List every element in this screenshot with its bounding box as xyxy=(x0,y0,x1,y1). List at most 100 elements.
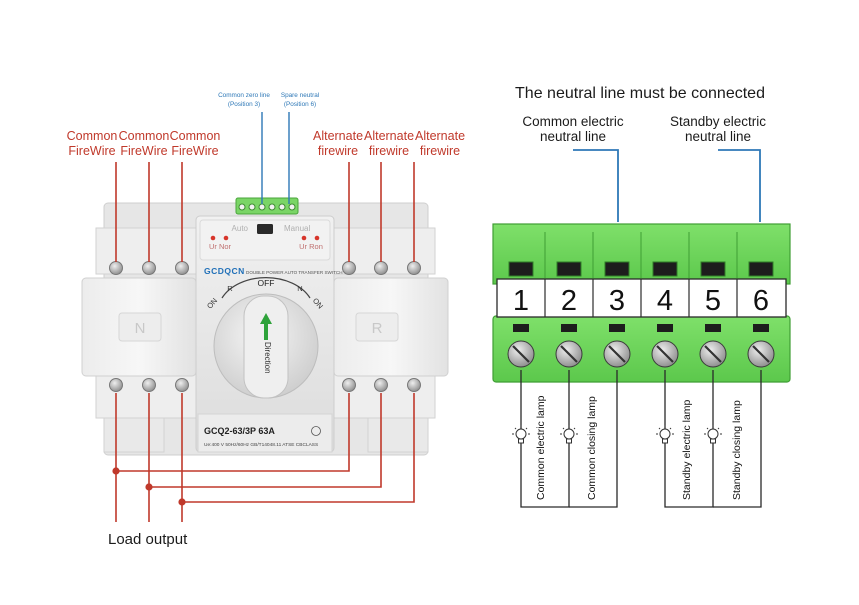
auto-manual-slider[interactable] xyxy=(257,224,273,234)
screw xyxy=(278,203,286,211)
alternate-label-line2: firewire xyxy=(420,144,460,158)
lamp-label: Common closing lamp xyxy=(586,396,598,500)
mounting-foot xyxy=(103,417,165,453)
module-n-label: N xyxy=(135,320,146,337)
terminal-number: 5 xyxy=(705,285,721,317)
lightbulb-icon xyxy=(704,425,722,444)
screw xyxy=(109,261,123,275)
indicator-right-label: Ur Ron xyxy=(299,242,323,251)
common-label-line1: Common xyxy=(119,129,170,143)
screw xyxy=(142,261,156,275)
junction-dot xyxy=(112,467,120,475)
junction-dot xyxy=(178,498,186,506)
brand-subtitle: DOUBLE POWER AUTO TRANSFER SWITCH xyxy=(246,270,343,275)
lightbulb-icon xyxy=(656,425,674,444)
screw xyxy=(258,203,266,211)
screw xyxy=(248,203,256,211)
panel-manual-label: Manual xyxy=(284,224,310,233)
screw xyxy=(374,378,388,392)
terminal-number: 4 xyxy=(657,285,673,317)
spare-neutral-line1: Spare neutral xyxy=(281,92,319,99)
common-label-line2: FireWire xyxy=(120,144,167,158)
lamp-label: Standby closing lamp xyxy=(731,400,743,500)
lightbulb-icon xyxy=(560,425,578,444)
indicator-led xyxy=(210,235,216,241)
screw xyxy=(407,261,421,275)
indicator-led xyxy=(314,235,320,241)
screw xyxy=(175,378,189,392)
terminal-bottom-body xyxy=(492,315,791,383)
certification-mark-icon xyxy=(311,426,321,436)
model-plate xyxy=(197,413,333,453)
common-label-line2: FireWire xyxy=(68,144,115,158)
screw xyxy=(374,261,388,275)
standby-neutral-line2: neutral line xyxy=(685,129,751,144)
common-firewire-labels: Common FireWire Common FireWire Common F… xyxy=(67,129,221,158)
junction-dot xyxy=(145,483,153,491)
alternate-label-line1: Alternate xyxy=(364,129,414,143)
number-dividers xyxy=(544,279,738,317)
common-label-line1: Common xyxy=(67,129,118,143)
lamp-icons xyxy=(512,425,722,444)
red-junction-dots xyxy=(112,467,186,506)
alternate-firewire-labels: Alternate firewire Alternate firewire Al… xyxy=(313,129,465,158)
module-r-label: R xyxy=(372,320,383,337)
controller-top-panel xyxy=(199,219,331,261)
terminal-number: 6 xyxy=(753,285,769,317)
lamp-wires xyxy=(520,370,762,508)
terminal-top-ribs xyxy=(544,232,738,278)
screw xyxy=(109,378,123,392)
indicator-left-label: Ur Nor xyxy=(209,242,232,251)
terminal-number: 1 xyxy=(513,285,529,317)
knob-n-label: N xyxy=(297,284,302,293)
common-zero-line1: Common zero line xyxy=(218,92,270,99)
model-label: GCQ2-63/3P 63A xyxy=(204,426,275,436)
alternate-label-line1: Alternate xyxy=(415,129,465,143)
screw-slots xyxy=(512,345,770,363)
screw xyxy=(407,378,421,392)
screw xyxy=(342,261,356,275)
screw xyxy=(238,203,246,211)
panel-auto-label: Auto xyxy=(232,224,249,233)
transfer-switch: N R Auto Manual Ur Nor Ur Ron GCDQCN DOU… xyxy=(81,197,449,456)
direction-arrow-icon xyxy=(260,313,272,340)
spare-neutral-line2: (Position 6) xyxy=(284,101,316,108)
ratings-label: Ue:400 V 50Hz/60Hz GB/T14048.11 ATSE CBC… xyxy=(204,442,318,448)
common-label-line1: Common xyxy=(170,129,221,143)
lamp-label: Standby electric lamp xyxy=(681,399,693,500)
blue-callout-lines xyxy=(261,112,290,204)
alternate-label-line1: Alternate xyxy=(313,129,363,143)
terminal-number: 3 xyxy=(609,285,625,317)
screw xyxy=(175,261,189,275)
screw xyxy=(342,378,356,392)
indicator-led xyxy=(223,235,229,241)
rotary-knob[interactable]: Direction xyxy=(213,293,319,399)
terminal-small-slots xyxy=(513,324,769,332)
knob-r-label: R xyxy=(227,284,233,293)
neutral-connector-screws xyxy=(238,203,296,211)
standby-neutral-line1: Standby electric xyxy=(670,114,766,129)
alternate-label-line2: firewire xyxy=(369,144,409,158)
screw xyxy=(268,203,276,211)
knob-handle xyxy=(243,295,289,399)
common-zero-line2: (Position 3) xyxy=(228,101,260,108)
terminal-number: 2 xyxy=(561,285,577,317)
load-output-label: Load output xyxy=(108,531,188,548)
knob-scale-arc xyxy=(221,276,311,299)
indicator-led xyxy=(301,235,307,241)
screw xyxy=(288,203,296,211)
terminal-top-slots xyxy=(508,261,774,277)
common-label-line2: FireWire xyxy=(171,144,218,158)
common-neutral-line1: Common electric xyxy=(522,114,624,129)
module-r-window xyxy=(355,312,399,342)
knob-off-label: OFF xyxy=(258,278,275,288)
neutral-callout-lines xyxy=(573,149,761,222)
alternate-label-line2: firewire xyxy=(318,144,358,158)
lightbulb-icon xyxy=(512,425,530,444)
green-terminal-block: 1 2 3 4 5 6 xyxy=(492,223,791,383)
brand-label: GCDQCN xyxy=(204,266,245,276)
neutral-warning-title: The neutral line must be connected xyxy=(515,85,765,102)
common-neutral-line2: neutral line xyxy=(540,129,606,144)
module-n-window xyxy=(118,312,162,342)
